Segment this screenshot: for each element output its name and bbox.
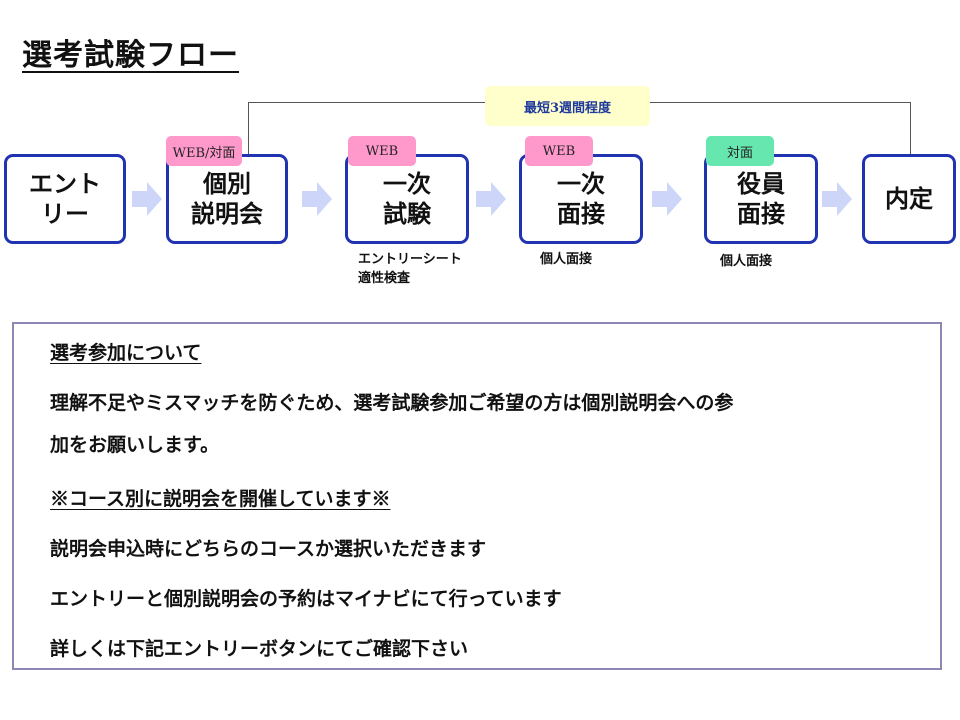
step-first-exam-line-1: 一次 bbox=[383, 169, 431, 198]
step-entry: エント リー bbox=[4, 154, 126, 244]
step-executive-interview-line-2: 面接 bbox=[737, 199, 785, 228]
arrow-right-icon bbox=[652, 182, 682, 216]
step-first-interview-line-1: 一次 bbox=[557, 169, 605, 198]
duration-bracket-right bbox=[910, 102, 911, 154]
step-first-interview-note-1: 個人面接 bbox=[540, 252, 593, 267]
step-briefing-format-badge: WEB/対面 bbox=[166, 136, 242, 166]
step-executive-interview-line-1: 役員 bbox=[737, 169, 785, 198]
info-line-1: 理解不足やミスマッチを防ぐため、選考試験参加ご希望の方は個別説明会への参 bbox=[50, 392, 734, 414]
step-executive-interview: 役員 面接 bbox=[704, 154, 818, 244]
step-entry-line-2: リー bbox=[41, 199, 89, 228]
arrow-right-icon bbox=[822, 182, 852, 216]
step-first-exam-notes: エントリーシート 適性検査 bbox=[358, 250, 462, 288]
step-executive-interview-note-1: 個人面接 bbox=[720, 254, 773, 269]
duration-bracket-left bbox=[248, 102, 249, 154]
step-first-exam-note-1: エントリーシート bbox=[358, 252, 462, 267]
step-first-interview-line-2: 面接 bbox=[557, 199, 605, 228]
step-first-exam-note-2: 適性検査 bbox=[358, 271, 411, 286]
step-first-exam-line-2: 試験 bbox=[383, 199, 431, 228]
step-briefing: 個別 説明会 bbox=[166, 154, 288, 244]
duration-label: 最短3週間程度 bbox=[485, 86, 650, 126]
step-briefing-line-1: 個別 bbox=[203, 169, 251, 198]
page-title: 選考試験フロー bbox=[22, 38, 239, 73]
step-first-exam-format-badge: WEB bbox=[348, 136, 416, 166]
info-line-4: 説明会申込時にどちらのコースか選択いただきます bbox=[50, 538, 487, 560]
info-line-3: ※コース別に説明会を開催しています※ bbox=[50, 488, 391, 510]
arrow-right-icon bbox=[476, 182, 506, 216]
info-line-5: エントリーと個別説明会の予約はマイナビにて行っています bbox=[50, 588, 562, 610]
arrow-right-icon bbox=[132, 182, 162, 216]
step-executive-interview-format-badge: 対面 bbox=[706, 136, 774, 166]
step-first-interview-format-badge: WEB bbox=[525, 136, 593, 166]
info-line-2: 加をお願いします。 bbox=[50, 434, 220, 456]
info-panel: 選考参加について 理解不足やミスマッチを防ぐため、選考試験参加ご希望の方は個別説… bbox=[12, 322, 942, 670]
step-entry-line-1: エント bbox=[29, 169, 101, 198]
step-briefing-line-2: 説明会 bbox=[191, 199, 263, 228]
info-heading: 選考参加について bbox=[50, 342, 202, 364]
info-line-6: 詳しくは下記エントリーボタンにてご確認下さい bbox=[50, 638, 469, 660]
step-first-interview-notes: 個人面接 bbox=[540, 250, 592, 269]
arrow-right-icon bbox=[302, 182, 332, 216]
step-offer-line-1: 内定 bbox=[885, 184, 933, 213]
step-first-interview: 一次 面接 bbox=[519, 154, 643, 244]
step-first-exam: 一次 試験 bbox=[345, 154, 469, 244]
step-executive-interview-notes: 個人面接 bbox=[720, 252, 772, 271]
step-offer: 内定 bbox=[862, 154, 956, 244]
